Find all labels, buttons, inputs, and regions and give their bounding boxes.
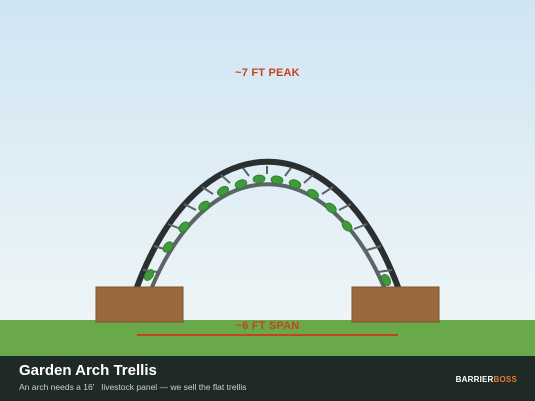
footer-title: Garden Arch Trellis <box>19 362 157 379</box>
arch-inner-frame <box>150 182 386 289</box>
right-planter-box <box>351 286 440 323</box>
leaf-icon <box>162 241 174 253</box>
leaf-icon <box>341 220 353 232</box>
peak-height-label: ~7 FT PEAK <box>235 67 300 79</box>
leaf-icon <box>270 175 284 185</box>
span-width-label: ~6 FT SPAN <box>235 320 300 332</box>
footer-subtitle: An arch needs a 16' livestock panel — we… <box>19 382 247 392</box>
brand-secondary: BOSS <box>493 375 517 384</box>
arch-rungs <box>142 166 393 273</box>
leaf-icon <box>198 200 210 212</box>
grass-ground <box>0 320 535 360</box>
leaf-icon <box>381 274 391 286</box>
footer-bar: Garden Arch Trellis An arch needs a 16' … <box>0 356 535 401</box>
leaf-icon <box>307 189 319 199</box>
brand-primary: BARRIER <box>455 375 494 384</box>
leaf-icon <box>143 269 155 281</box>
leaf-icon <box>234 179 248 189</box>
brand-logo: BARRIERBOSS <box>456 375 517 384</box>
leaf-icon <box>252 174 266 184</box>
leaf-icon <box>325 202 337 214</box>
vine-leaves <box>143 174 391 286</box>
leaf-icon <box>288 179 302 189</box>
left-planter-box <box>95 286 184 323</box>
leaf-icon <box>178 221 190 233</box>
leaf-icon <box>217 186 229 196</box>
arch-outer-frame <box>134 158 401 290</box>
